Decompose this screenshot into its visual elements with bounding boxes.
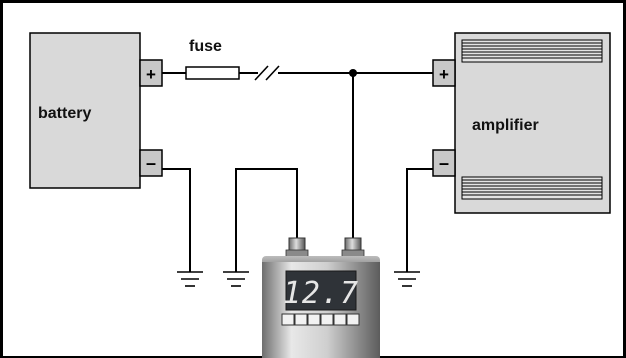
amplifier-negative-terminal [432, 149, 456, 177]
battery-ground-wire [162, 168, 191, 272]
battery-negative-terminal [139, 149, 163, 177]
meter-segment [281, 313, 295, 326]
meter-segment [320, 313, 334, 326]
battery-negative-sign: – [146, 153, 156, 173]
amplifier-negative-sign: – [439, 153, 449, 173]
battery-ground-symbol [177, 271, 203, 287]
amplifier-positive-sign: + [439, 65, 449, 84]
meter-reading: 12.7 [283, 276, 359, 311]
amplifier-ground-symbol [394, 271, 420, 287]
meter-display [285, 270, 357, 311]
battery-label: battery [38, 105, 91, 122]
meter-negative-lead [235, 168, 298, 272]
fuse-label: fuse [189, 38, 222, 55]
amplifier-bottom-vents [461, 176, 603, 200]
meter-negative-probe [285, 237, 309, 259]
amplifier-label: amplifier [472, 117, 539, 134]
voltmeter: 12.7 [262, 237, 380, 358]
battery-positive-sign: + [146, 65, 156, 84]
meter-segment [294, 313, 308, 326]
meter-ground-symbol [223, 271, 249, 287]
battery-box [29, 32, 141, 189]
fuse-symbol [185, 66, 240, 80]
meter-segment [307, 313, 321, 326]
meter-segment [346, 313, 360, 326]
meter-button-row [281, 313, 360, 326]
amplifier-top-vents [461, 39, 603, 63]
amplifier: amplifier + – [432, 32, 611, 214]
meter-segment [333, 313, 347, 326]
amplifier-ground-wire [406, 168, 433, 272]
meter-positive-probe [341, 237, 365, 259]
wire-break-symbol [254, 65, 280, 81]
